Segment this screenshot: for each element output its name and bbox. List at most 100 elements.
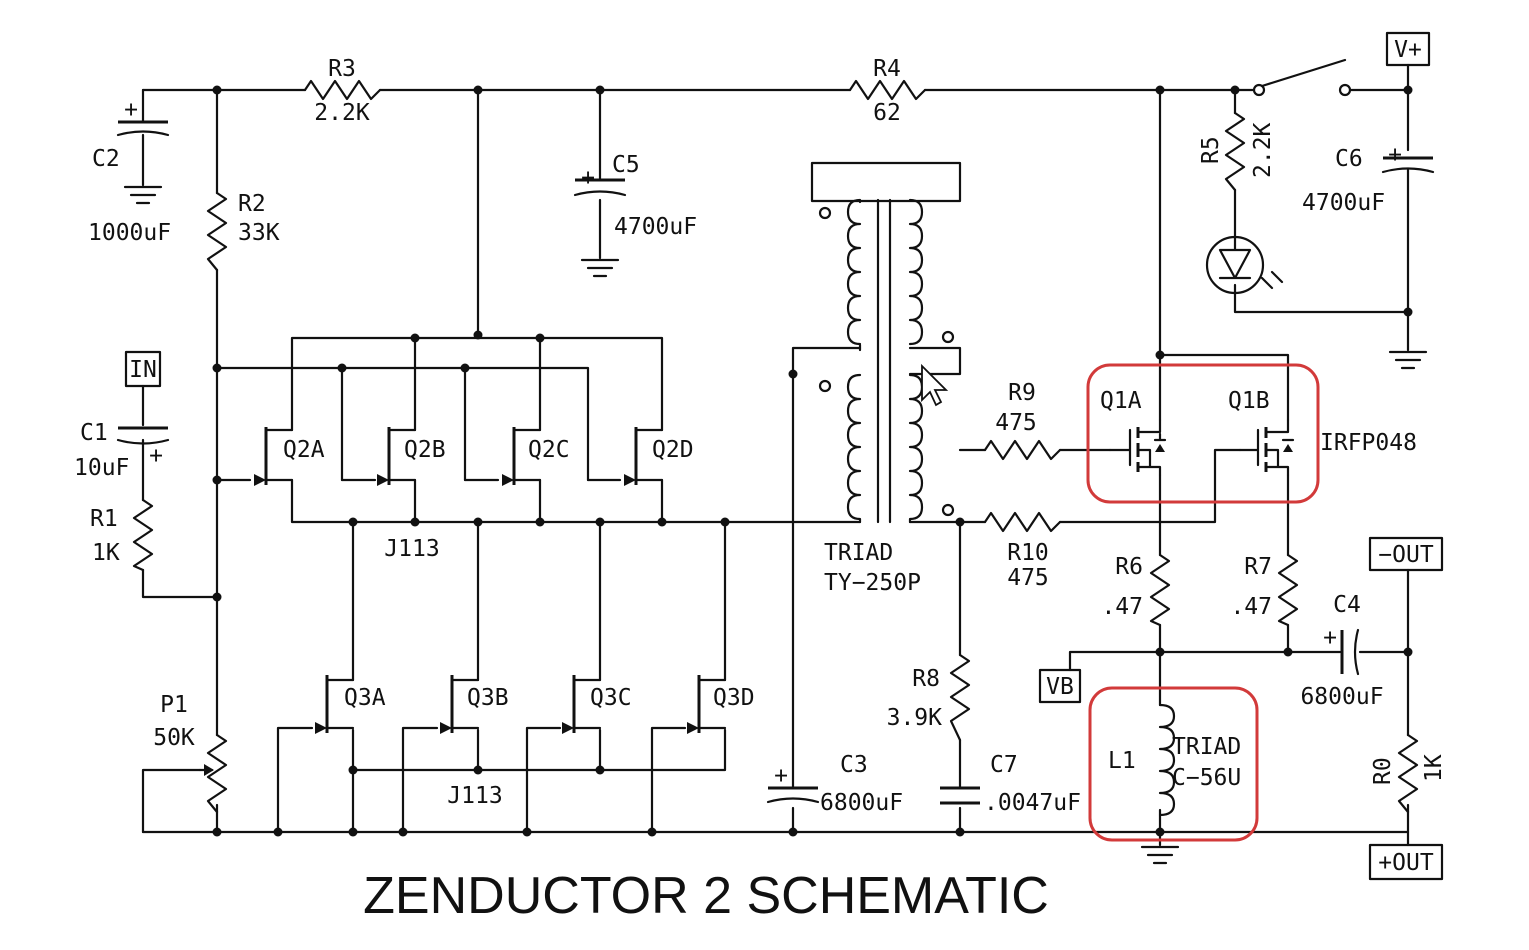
resistor-r2-symbol [206, 191, 228, 272]
r3-value: 2.2K [314, 100, 370, 126]
q2-part: J113 [384, 536, 439, 562]
svg-text:+OUT: +OUT [1378, 850, 1434, 876]
jfet-q2-row [254, 427, 664, 486]
resistor-r3-symbol [303, 79, 382, 101]
r9-value: 475 [995, 410, 1037, 436]
svg-text:+: + [1388, 142, 1402, 168]
junctions [212, 85, 1413, 837]
svg-text:+: + [1323, 625, 1337, 651]
q2d-ref: Q2D [652, 437, 694, 463]
potentiometer-p1-symbol [198, 733, 228, 814]
r6-ref: R6 [1115, 554, 1143, 580]
r0-value: 1K [1421, 754, 1447, 782]
q1-part: IRFP048 [1320, 430, 1417, 456]
resistor-r9-symbol [983, 439, 1062, 461]
r8-ref: R8 [912, 666, 940, 692]
capacitor-c7-symbol [940, 786, 980, 805]
r10-value: 475 [1007, 565, 1049, 591]
c7-ref: C7 [990, 752, 1018, 778]
r7-value: .47 [1230, 594, 1272, 620]
c5-ref: C5 [612, 152, 640, 178]
svg-text:+: + [581, 165, 595, 191]
c3-value: 6800uF [820, 790, 903, 816]
t1-maker: TRIAD [824, 540, 893, 566]
component-labels: R3 2.2K R4 62 C2 1000uF R2 33K C5 4700uF… [74, 56, 1447, 816]
r8-value: 3.9K [887, 705, 943, 731]
highlight-inductor [1088, 686, 1259, 842]
r0-ref: R0 [1370, 757, 1396, 785]
jfet-q3-row [315, 675, 727, 734]
transformer-t1-symbol [810, 161, 962, 524]
t1-part: TY−250P [824, 570, 921, 596]
led-indicator-symbol [1205, 235, 1284, 295]
polarity-marks: + + + + + + [124, 97, 1402, 789]
capacitor-c2-symbol [116, 120, 170, 137]
r7-ref: R7 [1244, 554, 1272, 580]
c3-ref: C3 [840, 752, 868, 778]
r6-value: .47 [1101, 594, 1143, 620]
c5-value: 4700uF [614, 214, 697, 240]
r3-ref: R3 [328, 56, 356, 82]
capacitor-c1-symbol [116, 426, 170, 445]
resistor-r5-symbol [1224, 111, 1246, 192]
resistor-r6-symbol [1149, 553, 1171, 627]
c1-ref: C1 [80, 420, 108, 446]
c6-ref: C6 [1335, 146, 1363, 172]
resistor-r7-symbol [1277, 553, 1299, 627]
svg-text:+: + [124, 97, 138, 123]
resistor-r1-symbol [132, 498, 154, 572]
c2-value: 1000uF [88, 220, 171, 246]
c6-value: 4700uF [1302, 190, 1385, 216]
highlight-mosfets [1086, 363, 1320, 504]
capacitor-c5-symbol [573, 178, 627, 197]
r9-ref: R9 [1008, 380, 1036, 406]
svg-text:V+: V+ [1394, 37, 1422, 63]
power-switch-symbol [1252, 58, 1352, 97]
p1-ref: P1 [160, 692, 188, 718]
mosfet-q1a-symbol [1108, 418, 1167, 477]
port-vb: VB [1038, 668, 1082, 704]
port-in: IN [124, 350, 162, 388]
c4-value: 6800uF [1300, 684, 1383, 710]
c2-ref: C2 [92, 146, 120, 172]
q2a-ref: Q2A [283, 437, 325, 463]
r5-ref: R5 [1198, 136, 1224, 164]
q2b-ref: Q2B [404, 437, 446, 463]
c1-value: 10uF [74, 455, 129, 481]
port-vplus: V+ [1385, 31, 1431, 67]
resistor-r8-symbol [949, 653, 971, 742]
c4-ref: C4 [1333, 592, 1361, 618]
q1a-ref: Q1A [1100, 388, 1142, 414]
capacitor-c4-symbol [1340, 628, 1360, 676]
resistor-r0-symbol [1397, 733, 1419, 814]
resistor-r4-symbol [848, 79, 927, 101]
r1-value: 1K [92, 540, 120, 566]
q3c-ref: Q3C [590, 685, 632, 711]
q2c-ref: Q2C [528, 437, 570, 463]
r5-value: 2.2K [1250, 122, 1276, 178]
q3d-ref: Q3D [713, 685, 755, 711]
l1-part: C−56U [1172, 765, 1241, 791]
q3-part: J113 [447, 783, 502, 809]
r10-ref: R10 [1007, 540, 1049, 566]
inductor-l1-symbol [1158, 703, 1176, 817]
q1b-ref: Q1B [1228, 388, 1270, 414]
svg-text:IN: IN [129, 357, 157, 383]
ground-symbols [123, 185, 1428, 865]
port-out-neg: −OUT [1368, 536, 1444, 572]
r2-ref: R2 [238, 191, 266, 217]
svg-text:−OUT: −OUT [1378, 542, 1434, 568]
mouse-cursor-icon [921, 363, 949, 407]
svg-text:VB: VB [1046, 674, 1074, 700]
l1-maker: TRIAD [1172, 734, 1241, 760]
resistor-r10-symbol [983, 511, 1062, 533]
capacitor-c3-symbol [766, 786, 820, 804]
r4-ref: R4 [873, 56, 901, 82]
capacitor-c6-symbol [1381, 156, 1435, 174]
r1-ref: R1 [90, 506, 118, 532]
l1-ref: L1 [1108, 748, 1136, 774]
port-out-pos: +OUT [1368, 843, 1444, 881]
svg-text:+: + [774, 763, 788, 789]
mosfet-q1b-symbol [1238, 418, 1295, 477]
